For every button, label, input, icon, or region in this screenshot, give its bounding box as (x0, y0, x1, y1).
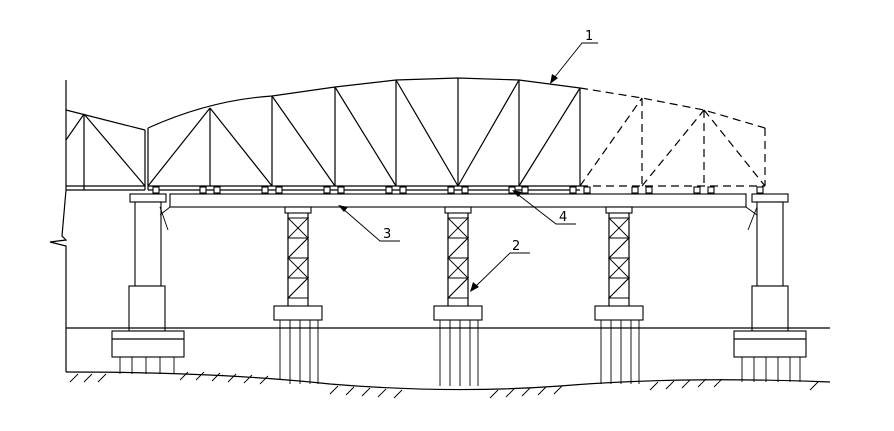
callout-2-label: 2 (512, 239, 520, 254)
right-pier (733, 193, 807, 382)
existing-truss-left (65, 109, 146, 191)
left-pier (111, 193, 185, 374)
temporary-support-1 (273, 206, 323, 384)
falsework-beam (169, 193, 747, 208)
callout-1-leader (550, 42, 598, 84)
callout-3-leader (338, 205, 400, 242)
bearing-pads (152, 186, 764, 194)
left-abutment-wall (49, 80, 68, 372)
temporary-support-2 (433, 206, 483, 386)
callout-4-leader (512, 190, 576, 225)
temporary-support-3 (594, 206, 644, 384)
arch-truss (147, 77, 581, 191)
callout-4-label: 4 (559, 210, 567, 225)
callout-2-leader (470, 252, 530, 292)
callout-1-label: 1 (585, 29, 593, 44)
callout-3-label: 3 (383, 227, 391, 242)
ground-line (65, 371, 831, 399)
arch-truss-future (579, 87, 766, 187)
